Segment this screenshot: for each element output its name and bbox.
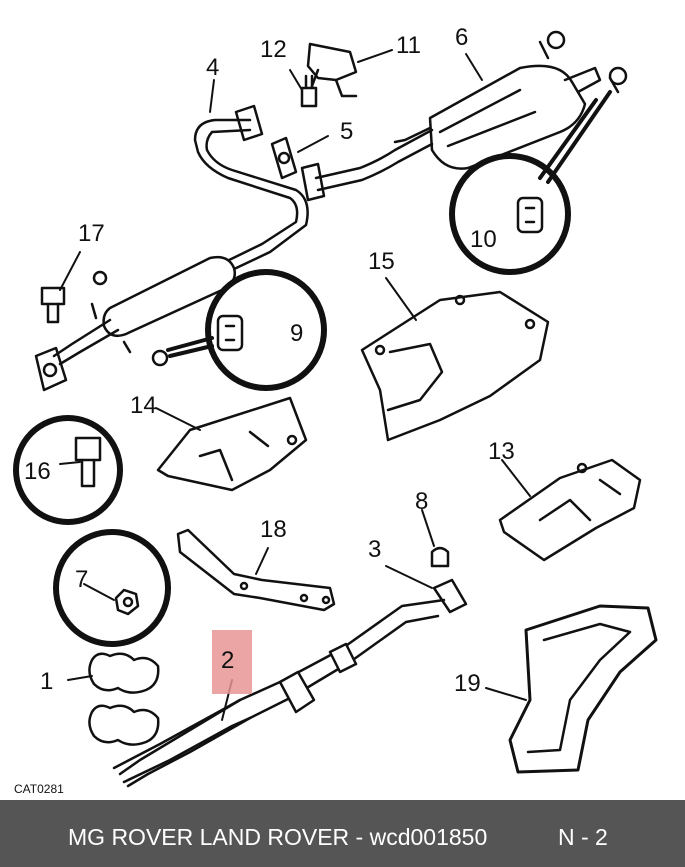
- part-8-rubber: [430, 546, 450, 568]
- part-7-nut: [53, 529, 171, 647]
- callout-6[interactable]: 6: [455, 24, 469, 51]
- part-12-bolt: [300, 74, 318, 108]
- page-number: N - 2: [558, 824, 608, 850]
- callout-8[interactable]: 8: [415, 488, 429, 515]
- part-13-heat-shield: [498, 458, 642, 562]
- callout-17[interactable]: 17: [78, 220, 105, 247]
- part-5-gasket: [270, 128, 434, 202]
- callout-1[interactable]: 1: [40, 668, 54, 695]
- part-6-rear-silencer: [393, 40, 620, 170]
- exhaust-system-diagram: [13, 30, 658, 788]
- part-14-heat-shield: [156, 396, 308, 492]
- callout-5[interactable]: 5: [340, 118, 354, 145]
- callout-2[interactable]: 2: [221, 647, 235, 674]
- part-2-highlight: [212, 630, 252, 694]
- callout-10[interactable]: 10: [470, 226, 497, 253]
- callout-13[interactable]: 13: [488, 438, 515, 465]
- footer-bar: MG ROVER LAND ROVER - wcd001850 N - 2: [0, 800, 685, 867]
- callout-11[interactable]: 11: [396, 32, 421, 59]
- callout-7[interactable]: 7: [75, 566, 89, 593]
- leader-lines: [59, 49, 531, 721]
- part-18-bracket: [176, 528, 336, 612]
- callout-4[interactable]: 4: [206, 54, 220, 81]
- catalog-code: CAT0281: [14, 782, 64, 796]
- callout-9[interactable]: 9: [290, 320, 304, 347]
- callout-15[interactable]: 15: [368, 248, 395, 275]
- part-1-manifold-gasket: [88, 652, 160, 746]
- callout-16[interactable]: 16: [24, 458, 51, 485]
- part-16-bolt: [13, 415, 123, 525]
- callout-3[interactable]: 3: [368, 536, 382, 563]
- part-19-heat-shield: [508, 604, 658, 774]
- part-3-gasket: [432, 578, 468, 614]
- part-9-mounting-rubber: [151, 269, 327, 391]
- part-17-bolt: [40, 270, 108, 324]
- callout-12[interactable]: 12: [260, 36, 287, 63]
- part-2-front-pipe: [112, 598, 446, 788]
- part-11-bracket: [306, 42, 358, 98]
- callout-19[interactable]: 19: [454, 670, 481, 697]
- part-10-mounting-rubber: [449, 30, 628, 275]
- document-title: MG ROVER LAND ROVER - wcd001850: [68, 824, 488, 850]
- part-15-heat-shield: [360, 290, 550, 442]
- callout-14[interactable]: 14: [130, 392, 157, 419]
- callout-18[interactable]: 18: [260, 516, 287, 543]
